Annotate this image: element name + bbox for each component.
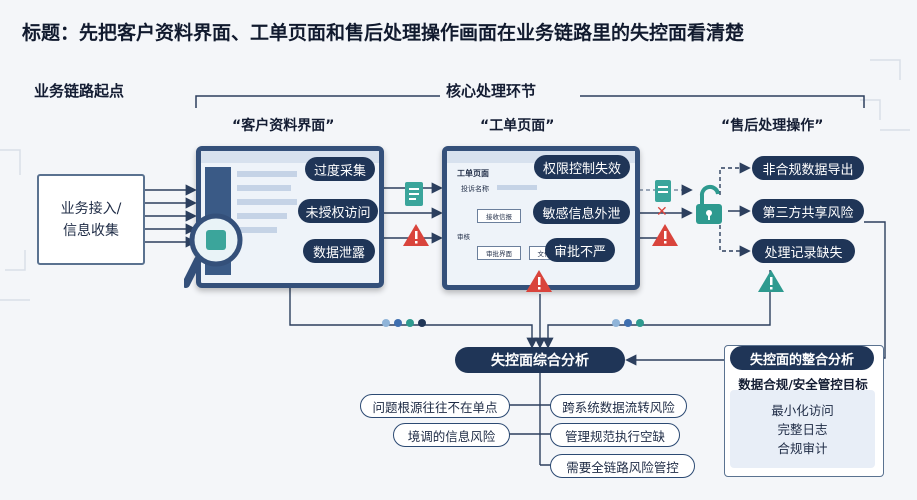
page-title: 标题：先把客户资料界面、工单页面和售后处理操作画面在业务链路里的失控面看清楚 bbox=[22, 22, 745, 44]
ticket-node-1: 接收信报 bbox=[477, 209, 521, 223]
ticket-warning-icon bbox=[526, 270, 552, 292]
analysis-title: 失控面综合分析 bbox=[455, 347, 625, 373]
aftersale-risk-1: 非合规数据导出 bbox=[752, 156, 864, 180]
unlock-icon bbox=[696, 184, 722, 224]
integration-item-1: 最小化访问 bbox=[771, 402, 834, 418]
analysis-left-2: 境调的信息风险 bbox=[393, 423, 510, 447]
warning-icon bbox=[403, 224, 429, 246]
ticket-screen-title: 工单页面 bbox=[457, 169, 489, 178]
ticket-badge: 审核 bbox=[457, 233, 470, 241]
integration-title: 失控面的整合分析 bbox=[730, 346, 874, 370]
integration-subtitle: 数据合规/安全管控目标 bbox=[738, 377, 868, 392]
dots-left bbox=[382, 312, 430, 331]
ticket-node-2: 审批界面 bbox=[477, 246, 521, 260]
ticket-risk-3: 审批不严 bbox=[545, 238, 615, 262]
analysis-left-1: 问题根源往往不在单点 bbox=[360, 394, 510, 418]
doc-icon-2 bbox=[655, 180, 671, 202]
analysis-right-2: 管理规范执行空缺 bbox=[550, 423, 680, 447]
aftersale-label: “售后处理操作” bbox=[721, 118, 824, 134]
customer-label: “客户资料界面” bbox=[232, 118, 335, 134]
source-line2: 信息收集 bbox=[63, 222, 119, 239]
aftersale-warning-icon bbox=[758, 270, 784, 292]
customer-risk-2: 未授权访问 bbox=[298, 199, 378, 223]
ticket-label: “工单页面” bbox=[480, 118, 555, 134]
customer-risk-1: 过度采集 bbox=[305, 157, 375, 181]
source-box: 业务接入/ 信息收集 bbox=[37, 174, 145, 265]
source-line1: 业务接入/ bbox=[60, 200, 122, 217]
ticket-risk-2: 敏感信息外泄 bbox=[533, 200, 630, 224]
dots-right bbox=[612, 312, 648, 331]
document-icon bbox=[405, 182, 423, 206]
integration-item-3: 合规审计 bbox=[777, 440, 828, 456]
customer-risk-3: 数据泄露 bbox=[303, 239, 375, 263]
integration-item-2: 完整日志 bbox=[777, 421, 828, 437]
start-label: 业务链路起点 bbox=[34, 82, 125, 100]
ticket-screen-field: 投诉名称 bbox=[461, 185, 489, 193]
analysis-right-3: 需要全链路风险管控 bbox=[550, 454, 695, 478]
block-x-icon: ✕ bbox=[656, 204, 668, 220]
aftersale-risk-2: 第三方共享风险 bbox=[752, 199, 864, 223]
magnifier-icon bbox=[184, 213, 243, 288]
warning-icon-2 bbox=[652, 224, 678, 246]
integration-items: 最小化访问 完整日志 合规审计 bbox=[730, 390, 875, 468]
analysis-right-1: 跨系统数据流转风险 bbox=[550, 394, 687, 418]
ticket-risk-1: 权限控制失效 bbox=[534, 155, 630, 179]
core-label: 核心处理环节 bbox=[446, 82, 537, 100]
aftersale-risk-3: 处理记录缺失 bbox=[752, 239, 855, 263]
